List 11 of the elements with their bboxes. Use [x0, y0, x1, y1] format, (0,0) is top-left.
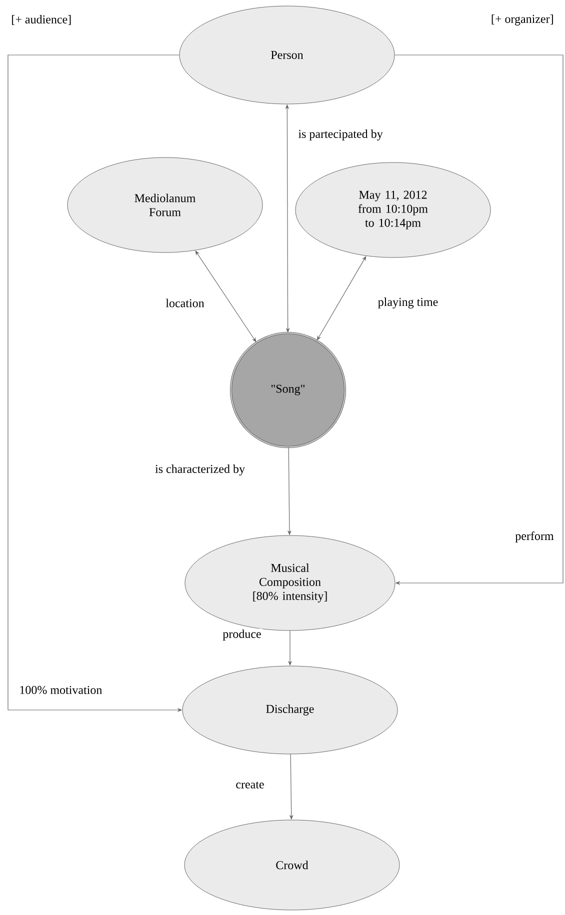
edge-label: 100% motivation	[18, 684, 104, 696]
edge-label: location	[164, 298, 206, 308]
edge-label: is partecipated by	[297, 128, 384, 142]
edge-label: playing time	[376, 296, 440, 310]
edge-label: produce	[222, 628, 262, 642]
edge-label: perform	[514, 530, 555, 544]
arrow	[394, 54, 564, 586]
edge-label: create	[234, 780, 266, 790]
role-label: [+ audience]	[12, 15, 71, 25]
role-label: [+ organizer]	[492, 14, 553, 26]
edge-label: is characterized by	[154, 464, 246, 476]
